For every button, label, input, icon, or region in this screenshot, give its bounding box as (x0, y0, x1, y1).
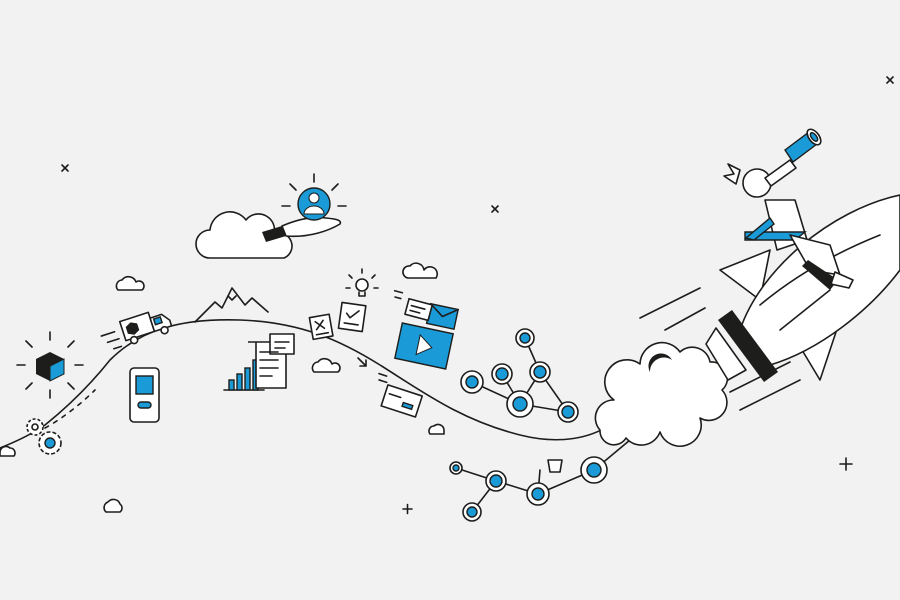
gears-icon (26, 418, 62, 455)
arrow-icon (357, 357, 367, 367)
hand-user-icon (262, 173, 347, 242)
video-play-icon (393, 322, 455, 370)
mountain-icon (194, 287, 269, 323)
credit-card-icon (378, 372, 424, 418)
document-icon (308, 313, 334, 341)
checklist-icon (337, 301, 367, 333)
telescope-person-icon (723, 128, 854, 290)
phone-icon (129, 367, 160, 423)
person-network-lower (449, 439, 631, 522)
cube-icon (16, 331, 84, 399)
message-card-icon (393, 289, 434, 322)
journey-path (0, 318, 611, 449)
cloud-icons (103, 262, 445, 513)
rocket-icon (705, 194, 900, 382)
person-node-icon (460, 328, 579, 423)
sparkle-icons (61, 76, 894, 515)
lightbulb-icon (345, 268, 379, 297)
exhaust-cloud (594, 341, 729, 447)
dashed-path (44, 389, 96, 429)
truck-icon (100, 311, 173, 350)
speed-lines (639, 287, 801, 411)
receipt-icon (248, 333, 295, 389)
person-network-upper (460, 328, 579, 423)
cloud-icon (0, 445, 16, 457)
